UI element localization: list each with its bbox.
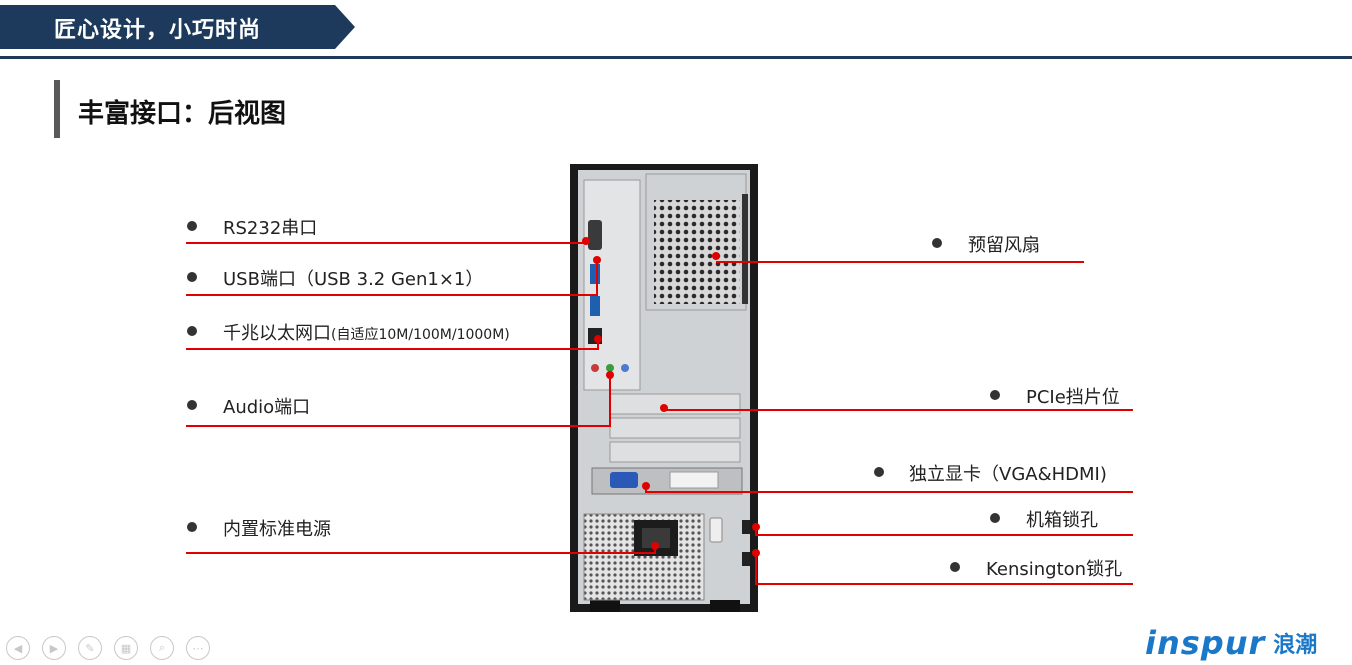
line-audio [186, 376, 611, 427]
bullet-icon [932, 238, 942, 248]
line-psu [186, 546, 656, 554]
bullet-icon [187, 326, 197, 336]
pen-icon[interactable]: ✎ [78, 636, 102, 660]
marker-gpu [642, 482, 650, 490]
marker-pcie [660, 404, 668, 412]
line-usb [186, 262, 598, 296]
banner-shape [0, 5, 355, 49]
line-gpu [645, 487, 1133, 493]
callout-usb: USB端口（USB 3.2 Gen1×1） [223, 269, 484, 290]
callout-ethernet: 千兆以太网口(自适应10M/100M/1000M) [223, 319, 510, 345]
callout-kensington: Kensington锁孔 [986, 559, 1123, 580]
inspur-logo: inspur 浪潮 [1145, 624, 1317, 662]
pc-rear-illustration [570, 164, 758, 612]
marker-fan [712, 252, 720, 260]
callout-fan: 预留风扇 [968, 235, 1040, 256]
grid-icon[interactable]: ▦ [114, 636, 138, 660]
bullet-icon [187, 272, 197, 282]
more-icon[interactable]: ⋯ [186, 636, 210, 660]
callout-chassis-lock: 机箱锁孔 [1026, 510, 1098, 531]
line-kensington [755, 553, 1133, 585]
bullet-icon [187, 221, 197, 231]
callout-ethernet-label: 千兆以太网口 [223, 323, 331, 344]
marker-rs232 [582, 237, 590, 245]
marker-usb [593, 256, 601, 264]
marker-psu [651, 542, 659, 550]
bullet-icon [187, 522, 197, 532]
section-accent-bar [54, 80, 60, 138]
bullet-icon [990, 513, 1000, 523]
marker-kensington [752, 549, 760, 557]
next-icon[interactable]: ▶ [42, 636, 66, 660]
banner-title: 匠心设计，小巧时尚 [54, 18, 262, 43]
callout-gpu: 独立显卡（VGA&HDMI) [909, 464, 1107, 485]
zoom-icon[interactable]: ⌕ [150, 636, 174, 660]
header-divider [0, 56, 1352, 59]
bullet-icon [187, 400, 197, 410]
callout-psu: 内置标准电源 [223, 519, 331, 540]
marker-ethernet [594, 335, 602, 343]
callout-audio: Audio端口 [223, 397, 311, 418]
callout-pcie: PCIe挡片位 [1026, 387, 1120, 408]
bullet-icon [874, 467, 884, 477]
marker-chassis-lock [752, 523, 760, 531]
callout-rs232: RS232串口 [223, 218, 318, 239]
prev-icon[interactable]: ◀ [6, 636, 30, 660]
logo-latin: inspur [1145, 624, 1266, 662]
logo-chinese: 浪潮 [1273, 633, 1318, 658]
callout-ethernet-note: (自适应10M/100M/1000M) [331, 327, 510, 343]
marker-audio [606, 371, 614, 379]
bullet-icon [950, 562, 960, 572]
bullet-icon [990, 390, 1000, 400]
header-banner: 匠心设计，小巧时尚 [0, 5, 355, 49]
section-title: 丰富接口：后视图 [78, 99, 287, 129]
